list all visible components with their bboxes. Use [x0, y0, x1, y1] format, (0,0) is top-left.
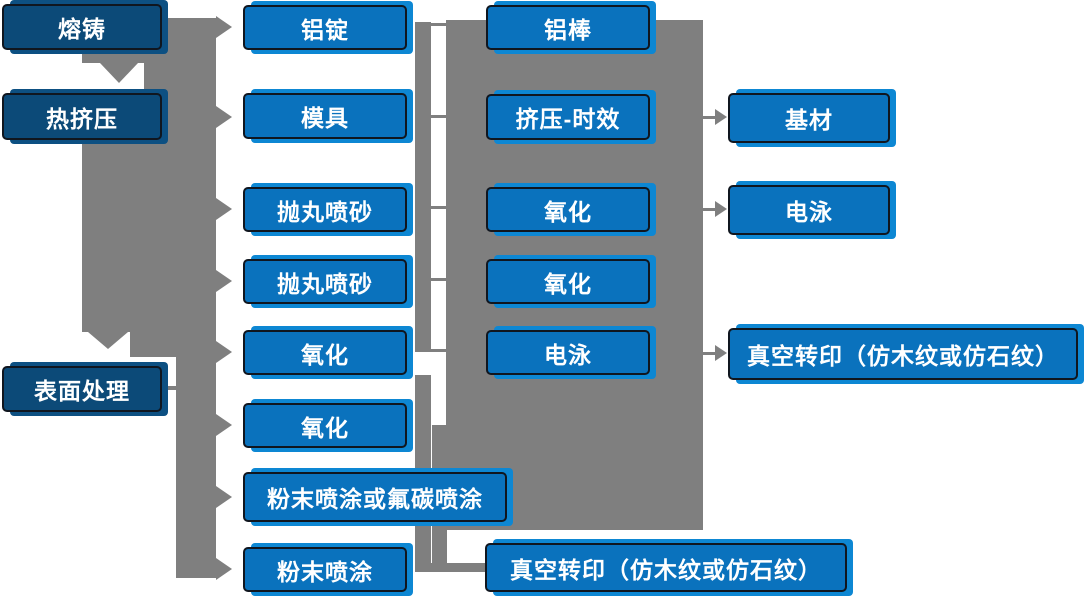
arrow-to-powder-fluorocarbon-icon [216, 486, 232, 508]
node-oxidation-2: 氧化 [243, 403, 407, 448]
arrow-to-mold-icon [216, 106, 232, 128]
node-shot-blasting-1: 抛丸喷砂 [243, 187, 407, 232]
arrow-to-vacuum-transfer-icon [715, 345, 727, 361]
arrow-to-oxidation-1-icon [216, 341, 232, 363]
arrow-down-to-hot-extrusion-icon [100, 63, 138, 83]
node-surface-treatment: 表面处理 [2, 366, 162, 412]
connector-to-electrophoresis [703, 208, 717, 211]
bus-tick-row5 [429, 349, 448, 352]
bus-tick-row3 [429, 206, 448, 209]
bus-tick-row2 [429, 115, 448, 118]
node-oxidation-4: 氧化 [486, 259, 650, 304]
node-vacuum-transfer-print-2: 真空转印（仿木纹或仿石纹） [728, 328, 1078, 380]
arrow-to-powder-coating-icon [216, 558, 232, 580]
arrow-to-shot-blasting-1-icon [216, 198, 232, 220]
node-aluminum-ingot: 铝锭 [243, 5, 407, 50]
node-powder-or-fluorocarbon-coating: 粉末喷涂或氟碳喷涂 [243, 472, 507, 522]
arrow-to-electrophoresis-icon [715, 201, 727, 217]
connector-surface-treatment-tick [160, 386, 178, 390]
connector-lower-band [176, 357, 216, 578]
arrow-to-oxidation-2-icon [216, 414, 232, 436]
node-base-material: 基材 [728, 93, 890, 143]
node-hot-extrusion: 热挤压 [2, 93, 162, 140]
arrow-to-shot-blasting-2-icon [216, 270, 232, 292]
arrow-down-to-surface-treatment-icon [88, 332, 128, 349]
arrow-to-aluminum-ingot-icon [216, 16, 232, 38]
connector-to-vacuum-transfer [703, 352, 717, 355]
node-powder-coating: 粉末喷涂 [243, 547, 407, 592]
bus-tick-row1 [429, 23, 448, 26]
connector-bus-upper [415, 22, 431, 352]
node-mold: 模具 [243, 93, 407, 139]
arrow-to-base-material-icon [715, 109, 727, 125]
node-oxidation-1: 氧化 [243, 330, 407, 375]
node-oxidation-3: 氧化 [486, 187, 650, 232]
bus-tick-row4 [429, 278, 448, 281]
node-electrophoresis-2: 电泳 [728, 185, 890, 235]
connector-bottom-tick [415, 563, 485, 572]
node-shot-blasting-2: 抛丸喷砂 [243, 259, 407, 304]
node-extrusion-aging: 挤压-时效 [486, 94, 650, 140]
node-aluminum-rod: 铝棒 [486, 5, 650, 50]
node-melting-casting: 熔铸 [2, 4, 162, 50]
connector-to-base-material [703, 116, 717, 119]
node-vacuum-transfer-print-1: 真空转印（仿木纹或仿石纹） [485, 543, 847, 592]
node-electrophoresis-1: 电泳 [486, 330, 650, 375]
